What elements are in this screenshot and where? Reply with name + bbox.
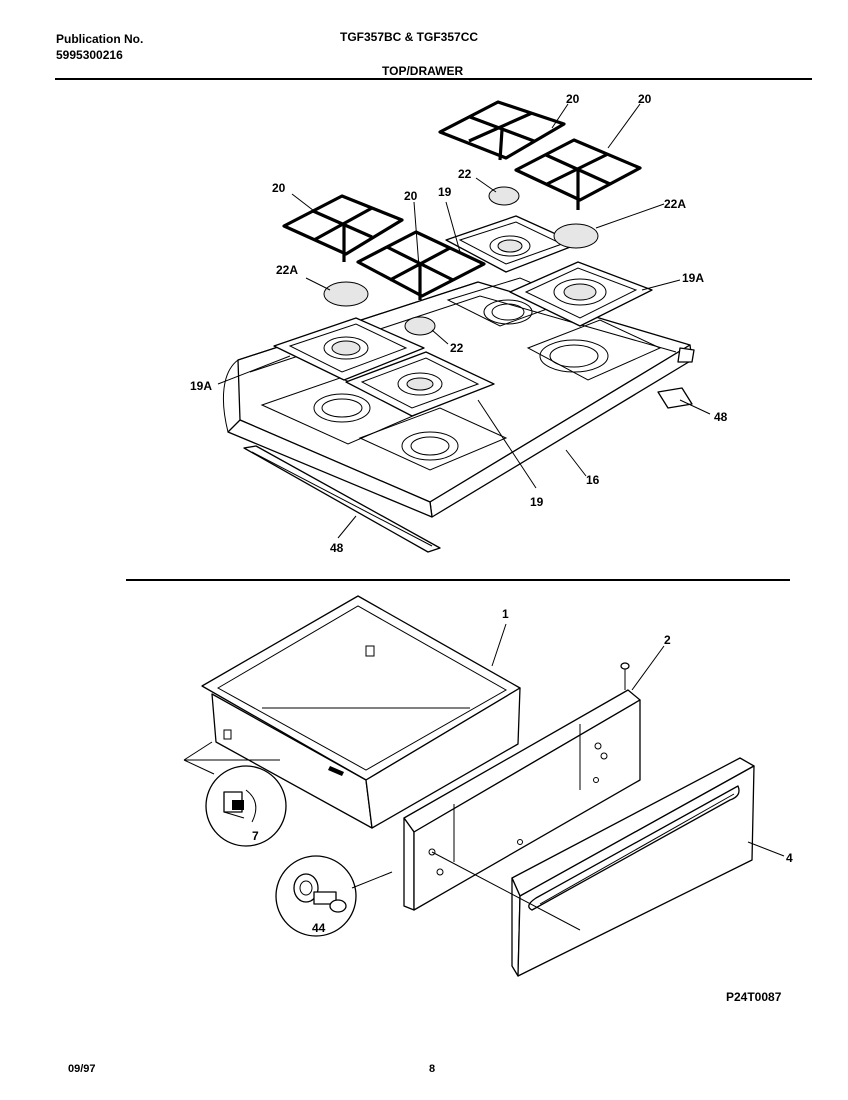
drawing-code: P24T0087: [726, 990, 782, 1004]
callout-burner-frame-left: 19A: [190, 379, 212, 393]
callout-cap-front: 22: [450, 341, 464, 355]
callout-grate-c: 20: [272, 181, 286, 195]
burner-cap-front: [404, 316, 436, 336]
callout-drawer: 1: [502, 607, 509, 621]
callout-burner-pan-bottom: 19: [530, 495, 544, 509]
burner-cap-large-left: [323, 281, 369, 307]
burner-frame-right: [509, 261, 653, 327]
burner-frame-back: [445, 215, 579, 273]
callout-cooktop: 16: [586, 473, 600, 487]
callout-drawer-slide: 7: [252, 829, 259, 843]
callout-cap-large-right: 22A: [664, 197, 686, 211]
publication-label: Publication No.: [56, 32, 144, 46]
drawer-body: [201, 595, 521, 829]
burner-frame-center: [345, 351, 495, 417]
grate-back-left: [438, 100, 566, 161]
callout-drawer-panel: 2: [664, 633, 671, 647]
slide-detail: [205, 765, 287, 847]
callout-cap-large-left: 22A: [276, 263, 298, 277]
callout-grate-b: 20: [638, 92, 652, 106]
section-divider: [126, 579, 790, 581]
header-rule: [55, 78, 812, 80]
callout-burner-pan-top: 19: [438, 185, 452, 199]
top-leader-lines: [217, 103, 711, 539]
section-title: TOP/DRAWER: [382, 64, 464, 78]
trim-strip-right: [657, 387, 693, 409]
grate-back-right: [514, 138, 642, 210]
model-numbers: TGF357BC & TGF357CC: [340, 30, 479, 44]
stop-detail: [275, 855, 357, 937]
grate-left: [282, 194, 404, 262]
drawer-front: [511, 757, 755, 977]
callout-trim-bottom: 48: [330, 541, 344, 555]
callout-grate-d: 20: [404, 189, 418, 203]
callout-grate-a: 20: [566, 92, 580, 106]
callout-burner-frame-right: 19A: [682, 271, 704, 285]
callout-cap-back: 22: [458, 167, 472, 181]
drawer-panel: [403, 662, 641, 911]
burner-cap-back: [488, 186, 520, 206]
page-number: 8: [429, 1063, 436, 1075]
grate-center: [356, 230, 486, 300]
callout-drawer-stop: 44: [312, 921, 326, 935]
publication-number: 5995300216: [56, 48, 123, 62]
callout-trim-right: 48: [714, 410, 728, 424]
callout-drawer-front: 4: [786, 851, 793, 865]
burner-frame-left: [273, 317, 425, 381]
revision-date: 09/97: [68, 1063, 96, 1075]
burner-cap-large-right: [553, 223, 599, 249]
drawer-leader-lines: [183, 623, 785, 931]
